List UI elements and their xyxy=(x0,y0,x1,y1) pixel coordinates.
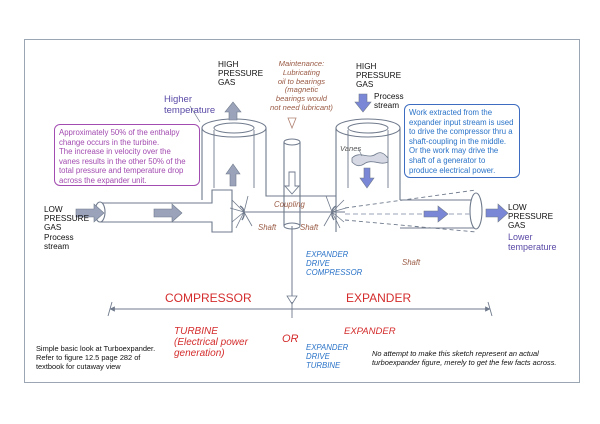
coupling-label: Coupling xyxy=(274,200,305,209)
process-stream-top-label: Process stream xyxy=(374,92,404,110)
lower-temperature-label: Lower temperature xyxy=(508,232,557,252)
expander-down-arrow-inner xyxy=(359,167,375,189)
higher-temperature-label: Higher temperature xyxy=(164,94,216,116)
maintenance-label: Maintenance: Lubricating oil to bearings… xyxy=(270,59,333,112)
expander-drive-compressor-label: EXPANDER DRIVE COMPRESSOR xyxy=(306,250,363,277)
compressor-outlet-top-inner xyxy=(213,122,255,134)
compressor-impeller xyxy=(229,195,253,229)
footer-left-note: Simple basic look at Turboexpander. Refe… xyxy=(36,344,156,371)
turbine-power-label: TURBINE (Electrical power generation) xyxy=(174,326,248,359)
outlet-arrow-right xyxy=(485,203,509,223)
shaft-center-label: Shaft xyxy=(300,223,319,232)
inlet-arrow-left xyxy=(75,203,105,223)
compressor-flow-arrow xyxy=(153,203,183,223)
shaft-left-label: Shaft xyxy=(258,223,277,232)
vanes-shape xyxy=(351,152,389,167)
right-outlet-opening xyxy=(469,192,483,230)
lubricating-oil-arrow xyxy=(287,117,297,130)
low-pressure-gas-right-label: LOW PRESSURE GAS xyxy=(508,203,554,230)
expander-outlet-cylinder xyxy=(335,128,401,190)
shaft-right-label: Shaft xyxy=(402,258,421,267)
compressor-heading: COMPRESSOR xyxy=(165,291,252,305)
enthalpy-note-box: Approximately 50% of the enthalpy change… xyxy=(54,124,200,186)
compressor-up-arrow-inner xyxy=(225,163,241,187)
coupling-down-arrow xyxy=(284,171,300,195)
expander-impeller xyxy=(323,195,347,229)
compressor-inner-tube xyxy=(213,130,255,188)
dimension-tick-left xyxy=(107,301,113,317)
compressor-housing-lower xyxy=(201,190,300,200)
process-stream-left-label: Process stream xyxy=(44,233,74,251)
higher-temperature-pointer xyxy=(189,105,201,123)
expander-heading: EXPANDER xyxy=(346,291,412,305)
expander-drive-turbine-label: EXPANDER DRIVE TURBINE xyxy=(306,343,349,370)
coupling-cylinder-top xyxy=(283,138,301,146)
expander-sub-label: EXPANDER xyxy=(344,326,396,337)
footer-right-note: No attempt to make this sketch represent… xyxy=(372,349,557,367)
compressor-casing xyxy=(99,189,233,233)
high-pressure-gas-left-label: HIGH PRESSURE GAS xyxy=(218,60,264,87)
expander-down-arrow-top xyxy=(354,93,372,113)
high-pressure-gas-right-label: HIGH PRESSURE GAS xyxy=(356,62,402,89)
vanes-label: Vanes xyxy=(340,144,362,153)
expander-dashed-cone xyxy=(344,189,477,233)
or-label: OR xyxy=(282,333,299,345)
work-note-box: Work extracted from the expander input s… xyxy=(404,104,520,178)
dimension-tick-right xyxy=(487,301,493,317)
center-shaft-arrow xyxy=(286,295,298,305)
compressor-up-arrow-top xyxy=(224,101,242,121)
outlet-arrow-inner xyxy=(423,205,449,223)
low-pressure-gas-left-label: LOW PRESSURE GAS xyxy=(44,205,90,232)
compressor-outlet-cylinder xyxy=(201,128,267,190)
vanes-pointer xyxy=(357,147,363,157)
expander-inlet-top-inner xyxy=(347,122,389,134)
